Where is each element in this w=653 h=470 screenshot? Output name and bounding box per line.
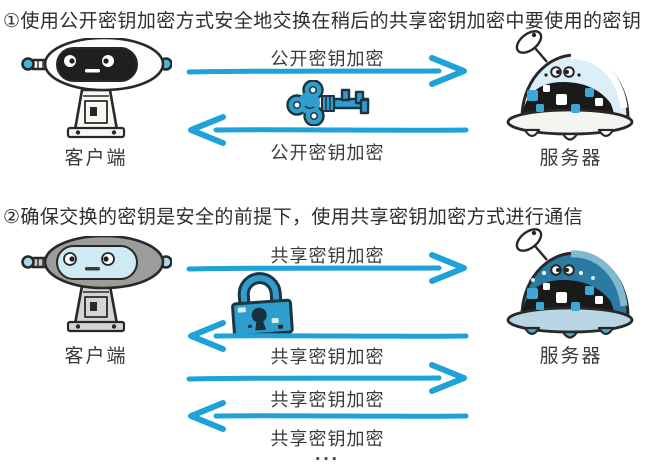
arrow-right-icon — [186, 362, 467, 394]
arrow-left-icon — [188, 400, 469, 432]
client-label: 客户端 — [64, 346, 128, 367]
arrow-right-icon — [186, 55, 467, 87]
server-label: 服务器 — [539, 148, 603, 169]
message-label: 公开密钥加密 — [270, 143, 385, 163]
server-label: 服务器 — [539, 346, 603, 367]
server-robot-icon — [503, 228, 639, 340]
arrow-right-icon — [186, 252, 467, 284]
message-label: 共享密钥加密 — [270, 390, 385, 410]
arrow-left-icon — [188, 320, 469, 352]
server-robot-icon — [503, 30, 639, 142]
step1-title: ①使用公开密钥加密方式安全地交换在稍后的共享密钥加密中要使用的密钥 — [3, 11, 642, 32]
arrow-left-icon — [188, 114, 469, 146]
client-robot-icon — [20, 236, 172, 340]
winged-key-icon — [286, 80, 372, 126]
message-label: 共享密钥加密 — [270, 246, 385, 266]
message-label: 公开密钥加密 — [270, 49, 385, 69]
client-label: 客户端 — [64, 148, 128, 169]
message-label: 共享密钥加密 — [270, 347, 385, 367]
message-label: 共享密钥加密 — [270, 429, 385, 449]
client-robot-icon — [20, 38, 172, 146]
step2-title: ②确保交换的密钥是安全的前提下，使用共享密钥加密方式进行通信 — [3, 207, 584, 228]
continuation-ellipsis: ... — [315, 444, 340, 465]
